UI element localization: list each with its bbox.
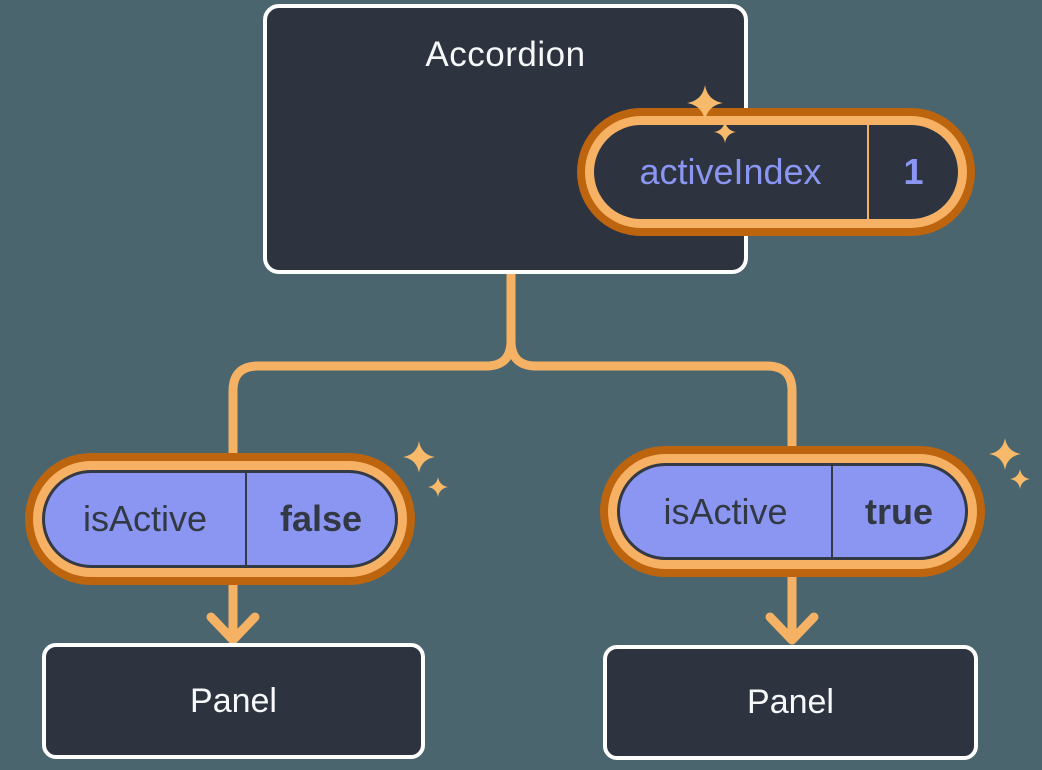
state-value: 1: [903, 151, 924, 192]
pill-body: activeIndex 1: [594, 125, 958, 219]
panel-node-right: Panel: [603, 645, 978, 760]
accordion-title: Accordion: [425, 35, 586, 74]
is-active-true-state-pill: isActive true: [600, 446, 985, 577]
sparkle-icon: [687, 85, 723, 121]
arrowhead-right-icon: [765, 612, 819, 645]
state-label: isActive: [82, 498, 208, 539]
active-index-state-pill: activeIndex 1: [577, 108, 975, 236]
state-value: true: [864, 490, 933, 532]
arrowhead-left-icon: [206, 612, 260, 645]
pill-ring: isActive false: [33, 461, 407, 577]
sparkle-icon: [989, 438, 1021, 470]
sparkle-icon: [428, 477, 448, 497]
sparkle-icon: [403, 441, 435, 473]
panel-node-left: Panel: [42, 643, 425, 759]
sparkle-icon: [714, 121, 736, 143]
is-active-false-state-pill: isActive false: [25, 453, 415, 585]
state-value: false: [279, 498, 363, 539]
connector-right-branch: [506, 261, 797, 637]
pill-body: isActive true: [617, 463, 968, 560]
accordion-node: Accordion activeIndex 1: [263, 4, 975, 274]
state-label: isActive: [663, 490, 788, 532]
pill-body: isActive false: [42, 470, 398, 568]
pill-divider: [867, 125, 869, 219]
sparkle-icon: [1010, 469, 1030, 489]
state-label: activeIndex: [639, 151, 822, 192]
pill-ring: isActive true: [608, 454, 977, 569]
pill-divider: [831, 466, 833, 557]
pill-divider: [245, 473, 247, 565]
pill-ring: activeIndex 1: [585, 116, 967, 228]
